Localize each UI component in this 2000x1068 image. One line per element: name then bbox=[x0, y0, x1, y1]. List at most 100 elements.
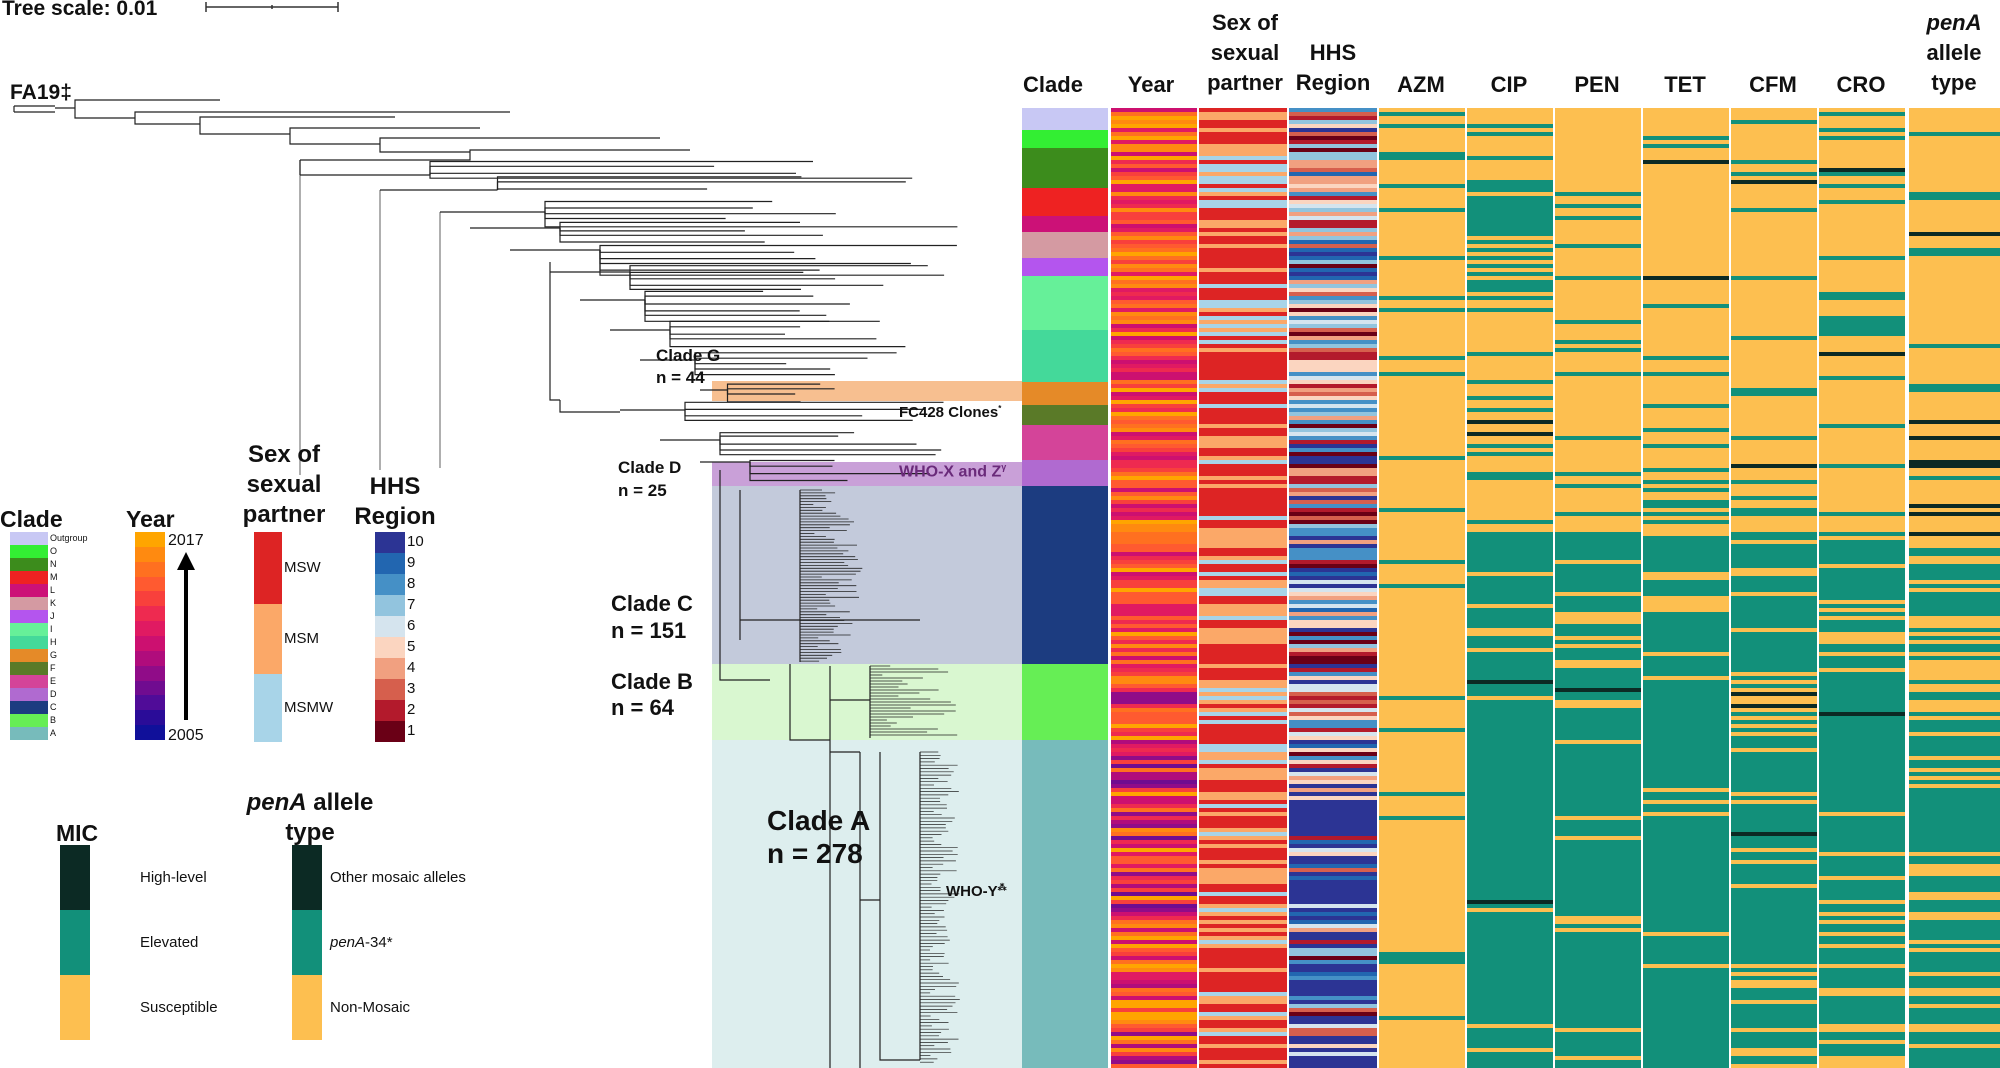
heatmap-cell-year bbox=[1111, 476, 1197, 481]
heatmap-cell-year bbox=[1111, 620, 1197, 625]
heatmap-cell-sex bbox=[1199, 352, 1287, 357]
heatmap-cell-pen bbox=[1555, 988, 1641, 993]
heatmap-cell-sex bbox=[1199, 692, 1287, 697]
heatmap-cell-year bbox=[1111, 1016, 1197, 1021]
heatmap-cell-cip bbox=[1467, 380, 1553, 385]
heatmap-cell-sex bbox=[1199, 440, 1287, 445]
heatmap-cell-cro bbox=[1819, 372, 1905, 377]
heatmap-cell-cfm bbox=[1731, 440, 1817, 445]
heatmap-cell-sex bbox=[1199, 520, 1287, 525]
heatmap-cell-pena bbox=[1909, 296, 2000, 301]
heatmap-cell-cro bbox=[1819, 532, 1905, 537]
heatmap-cell-cfm bbox=[1731, 900, 1817, 905]
heatmap-cell-azm bbox=[1379, 612, 1465, 617]
heatmap-cell-year bbox=[1111, 308, 1197, 313]
legend-clade-label: Outgroup bbox=[50, 533, 88, 543]
heatmap-cell-tet bbox=[1643, 876, 1729, 881]
heatmap-cell-pen bbox=[1555, 696, 1641, 701]
heatmap-cell-tet bbox=[1643, 1036, 1729, 1041]
heatmap-cell-year bbox=[1111, 328, 1197, 333]
heatmap-cell-pena bbox=[1909, 420, 2000, 425]
heatmap-cell-cfm bbox=[1731, 640, 1817, 645]
heatmap-cell-sex bbox=[1199, 408, 1287, 413]
heatmap-cell-year bbox=[1111, 644, 1197, 649]
heatmap-cell-hhs bbox=[1289, 276, 1377, 281]
heatmap-cell-year bbox=[1111, 332, 1197, 337]
heatmap-cell-cfm bbox=[1731, 920, 1817, 925]
heatmap-cell-sex bbox=[1199, 236, 1287, 241]
heatmap-cell-hhs bbox=[1289, 216, 1377, 221]
heatmap-cell-hhs bbox=[1289, 960, 1377, 965]
legend-pena-title-line2: type bbox=[285, 819, 335, 846]
heatmap-cell-cro bbox=[1819, 500, 1905, 505]
heatmap-cell-year bbox=[1111, 244, 1197, 249]
heatmap-cell-cro bbox=[1819, 724, 1905, 729]
heatmap-cell-tet bbox=[1643, 352, 1729, 357]
heatmap-cell-cro bbox=[1819, 212, 1905, 217]
heatmap-cell-cfm bbox=[1731, 160, 1817, 165]
heatmap-cell-cfm bbox=[1731, 948, 1817, 953]
heatmap-cell-pen bbox=[1555, 668, 1641, 673]
heatmap-cell-pena bbox=[1909, 464, 2000, 469]
heatmap-cell-sex bbox=[1199, 928, 1287, 933]
tree-branch bbox=[549, 262, 620, 413]
heatmap-cell-tet bbox=[1643, 616, 1729, 621]
heatmap-cell-azm bbox=[1379, 588, 1465, 593]
heatmap-cell-sex bbox=[1199, 524, 1287, 529]
tree-branch bbox=[262, 127, 480, 145]
heatmap-cell-cro bbox=[1819, 408, 1905, 413]
legend-clade-item: I bbox=[10, 623, 110, 636]
heatmap-cell-cro bbox=[1819, 808, 1905, 813]
heatmap-cell-cip bbox=[1467, 940, 1553, 945]
heatmap-cell-cro bbox=[1819, 576, 1905, 581]
heatmap-cell-cfm bbox=[1731, 600, 1817, 605]
legend-clade-label: B bbox=[50, 715, 57, 725]
heatmap-cell-pen bbox=[1555, 908, 1641, 913]
heatmap-cell-hhs bbox=[1289, 148, 1377, 153]
heatmap-cell-cfm bbox=[1731, 184, 1817, 189]
heatmap-cell-cfm bbox=[1731, 492, 1817, 497]
heatmap-cell-cfm bbox=[1731, 956, 1817, 961]
heatmap-cell-cfm bbox=[1731, 332, 1817, 337]
heatmap-cell-cip bbox=[1467, 492, 1553, 497]
heatmap-cell-cro bbox=[1819, 936, 1905, 941]
heatmap-cell-pena bbox=[1909, 976, 2000, 981]
heatmap-cell-year bbox=[1111, 1028, 1197, 1033]
heatmap-cell-tet bbox=[1643, 288, 1729, 293]
heatmap-cell-azm bbox=[1379, 1004, 1465, 1009]
heatmap-cell-cro bbox=[1819, 320, 1905, 325]
heatmap-cell-cfm bbox=[1731, 1040, 1817, 1045]
heatmap-cell-cfm bbox=[1731, 464, 1817, 469]
heatmap-cell-hhs bbox=[1289, 984, 1377, 989]
heatmap-cell-tet bbox=[1643, 820, 1729, 825]
heatmap-cell-cip bbox=[1467, 724, 1553, 729]
heatmap-cell-azm bbox=[1379, 796, 1465, 801]
heatmap-cell-cro bbox=[1819, 520, 1905, 525]
heatmap-cell-pen bbox=[1555, 984, 1641, 989]
heatmap-cell-cip bbox=[1467, 464, 1553, 469]
heatmap-cell-tet bbox=[1643, 812, 1729, 817]
heatmap-cell-pen bbox=[1555, 232, 1641, 237]
heatmap-cell-pen bbox=[1555, 624, 1641, 629]
heatmap-cell-pen bbox=[1555, 572, 1641, 577]
heatmap-cell-hhs bbox=[1289, 548, 1377, 553]
heatmap-cell-pen bbox=[1555, 124, 1641, 129]
heatmap-cell-sex bbox=[1199, 848, 1287, 853]
heatmap-cell-tet bbox=[1643, 740, 1729, 745]
heatmap-cell-tet bbox=[1643, 156, 1729, 161]
heatmap-cell-sex bbox=[1199, 1012, 1287, 1017]
heatmap-cell-tet bbox=[1643, 860, 1729, 865]
heatmap-cell-cfm bbox=[1731, 796, 1817, 801]
heatmap-cell-tet bbox=[1643, 184, 1729, 189]
heatmap-cell-pen bbox=[1555, 400, 1641, 405]
heatmap-cell-azm bbox=[1379, 1024, 1465, 1029]
heatmap-cell-tet bbox=[1643, 144, 1729, 149]
heatmap-cell-azm bbox=[1379, 844, 1465, 849]
heatmap-cell-azm bbox=[1379, 312, 1465, 317]
heatmap-cell-sex bbox=[1199, 984, 1287, 989]
clade-column-cell bbox=[1022, 108, 1108, 131]
heatmap-cell-hhs bbox=[1289, 436, 1377, 441]
legend-clade-swatch bbox=[10, 688, 48, 701]
heatmap-cell-cip bbox=[1467, 676, 1553, 681]
heatmap-cell-pena bbox=[1909, 572, 2000, 577]
